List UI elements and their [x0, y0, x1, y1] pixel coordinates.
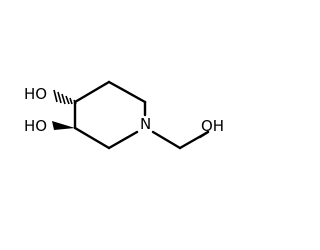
bond-n-c2: [107, 130, 139, 150]
bond-cb-o: [198, 130, 210, 139]
bond-c4-c5: [73, 80, 111, 104]
bond-c5-c6: [107, 80, 147, 104]
atom-label-oh-right: OH: [201, 117, 224, 135]
bond-c2-c3: [73, 126, 111, 150]
atom-label-ho-top: HO: [24, 85, 47, 103]
hashed-wedge-bond: [53, 89, 77, 105]
atom-label-ho-bottom: HO: [24, 117, 47, 135]
atom-label-n: N: [140, 115, 151, 133]
chemical-structure: HO HO N OH: [24, 80, 224, 150]
bond-n-ca: [151, 130, 182, 150]
solid-wedge-bond: [52, 121, 75, 130]
